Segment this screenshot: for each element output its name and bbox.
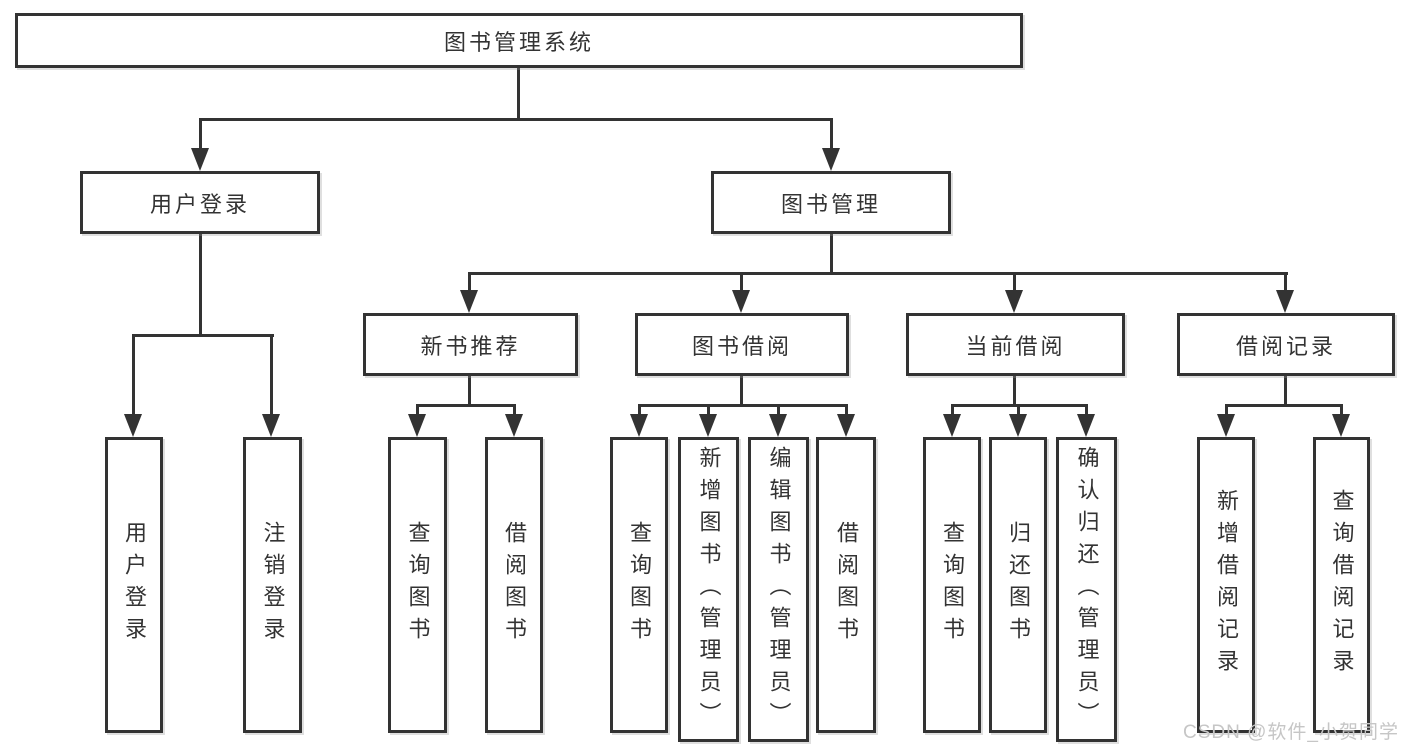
arrow-down-icon: [699, 414, 717, 437]
leaf-cb-return-books: 归还图书: [989, 437, 1047, 733]
connector-line: [517, 68, 520, 120]
connector-line: [1340, 404, 1343, 416]
node-label: 新增图书（管理员）: [696, 445, 722, 734]
leaf-bb-query-books: 查询图书: [610, 437, 668, 733]
connector-line: [777, 404, 780, 416]
connector-line: [830, 118, 833, 150]
watermark: CSDN @软件_小贺同学: [1183, 722, 1399, 743]
node-label: 图书管理系统: [443, 29, 594, 55]
node-label: 当前借阅: [965, 333, 1066, 359]
connector-line: [199, 118, 833, 121]
leaf-nr-query-books: 查询图书: [388, 437, 447, 733]
arrow-down-icon: [505, 414, 523, 437]
node-root: 图书管理系统: [15, 13, 1023, 68]
node-book-borrowing: 图书借阅: [635, 313, 849, 376]
node-current-borrowing: 当前借阅: [906, 313, 1125, 376]
arrow-down-icon: [837, 414, 855, 437]
node-label: 归还图书: [1006, 521, 1031, 649]
arrow-down-icon: [1217, 414, 1235, 437]
node-label: 注销登录: [260, 521, 286, 649]
leaf-cb-confirm-return-admin: 确认归还（管理员）: [1056, 437, 1117, 742]
leaf-br-query-borrow-record: 查询借阅记录: [1313, 437, 1370, 733]
connector-line: [468, 272, 471, 292]
connector-line: [1284, 272, 1287, 292]
arrow-down-icon: [943, 414, 961, 437]
leaf-user-login: 用户登录: [105, 437, 163, 733]
arrow-down-icon: [262, 414, 280, 437]
connector-line: [1017, 404, 1020, 416]
node-label: 新书推荐: [420, 333, 521, 359]
leaf-bb-add-books-admin: 新增图书（管理员）: [678, 437, 739, 742]
connector-line: [468, 376, 471, 406]
node-label: 图书借阅: [691, 333, 792, 359]
connector-line: [707, 404, 710, 416]
connector-line: [638, 404, 848, 407]
node-user-login: 用户登录: [80, 171, 320, 234]
arrow-down-icon: [1276, 290, 1294, 313]
leaf-cb-query-books: 查询图书: [923, 437, 981, 733]
node-borrow-records: 借阅记录: [1177, 313, 1395, 376]
connector-line: [1284, 376, 1287, 406]
connector-line: [845, 404, 848, 416]
node-new-book-recommend: 新书推荐: [363, 313, 578, 376]
arrow-down-icon: [630, 414, 648, 437]
arrow-down-icon: [408, 414, 426, 437]
connector-line: [416, 404, 419, 416]
node-label: 借阅记录: [1235, 333, 1336, 359]
node-book-management: 图书管理: [711, 171, 951, 234]
arrow-down-icon: [191, 148, 209, 171]
arrow-down-icon: [1077, 414, 1095, 437]
leaf-logout-login: 注销登录: [243, 437, 302, 733]
arrow-down-icon: [124, 414, 142, 437]
arrow-down-icon: [769, 414, 787, 437]
connector-line: [132, 334, 135, 416]
connector-line: [830, 234, 833, 275]
arrow-down-icon: [1332, 414, 1350, 437]
connector-line: [513, 404, 516, 416]
leaf-bb-edit-books-admin: 编辑图书（管理员）: [748, 437, 809, 742]
node-label: 查询图书: [940, 521, 965, 649]
node-label: 用户登录: [122, 521, 147, 649]
node-label: 借阅图书: [502, 521, 527, 649]
connector-line: [1085, 404, 1088, 416]
arrow-down-icon: [460, 290, 478, 313]
arrow-down-icon: [1009, 414, 1027, 437]
node-label: 借阅图书: [834, 521, 859, 649]
arrow-down-icon: [1005, 290, 1023, 313]
leaf-nr-borrow-books: 借阅图书: [485, 437, 543, 733]
connector-line: [951, 404, 954, 416]
connector-line: [1013, 272, 1016, 292]
connector-line: [270, 334, 273, 416]
connector-line: [199, 118, 202, 150]
node-label: 查询图书: [627, 521, 652, 649]
connector-line: [638, 404, 641, 416]
connector-line: [132, 334, 274, 337]
leaf-br-add-borrow-record: 新增借阅记录: [1197, 437, 1255, 733]
connector-line: [468, 272, 1288, 275]
arrow-down-icon: [822, 148, 840, 171]
connector-line: [740, 376, 743, 406]
node-label: 新增借阅记录: [1214, 489, 1239, 681]
connector-line: [199, 234, 202, 337]
connector-line: [1225, 404, 1343, 407]
connector-line: [416, 404, 516, 407]
node-label: 查询图书: [405, 521, 431, 649]
connector-line: [1225, 404, 1228, 416]
connector-line: [740, 272, 743, 292]
node-label: 编辑图书（管理员）: [766, 445, 792, 734]
connector-line: [1013, 376, 1016, 406]
node-label: 确认归还（管理员）: [1074, 445, 1100, 734]
arrow-down-icon: [732, 290, 750, 313]
node-label: 图书管理: [780, 191, 881, 217]
node-label: 用户登录: [149, 191, 250, 217]
node-label: 查询借阅记录: [1329, 489, 1355, 681]
leaf-bb-borrow-books: 借阅图书: [816, 437, 876, 733]
